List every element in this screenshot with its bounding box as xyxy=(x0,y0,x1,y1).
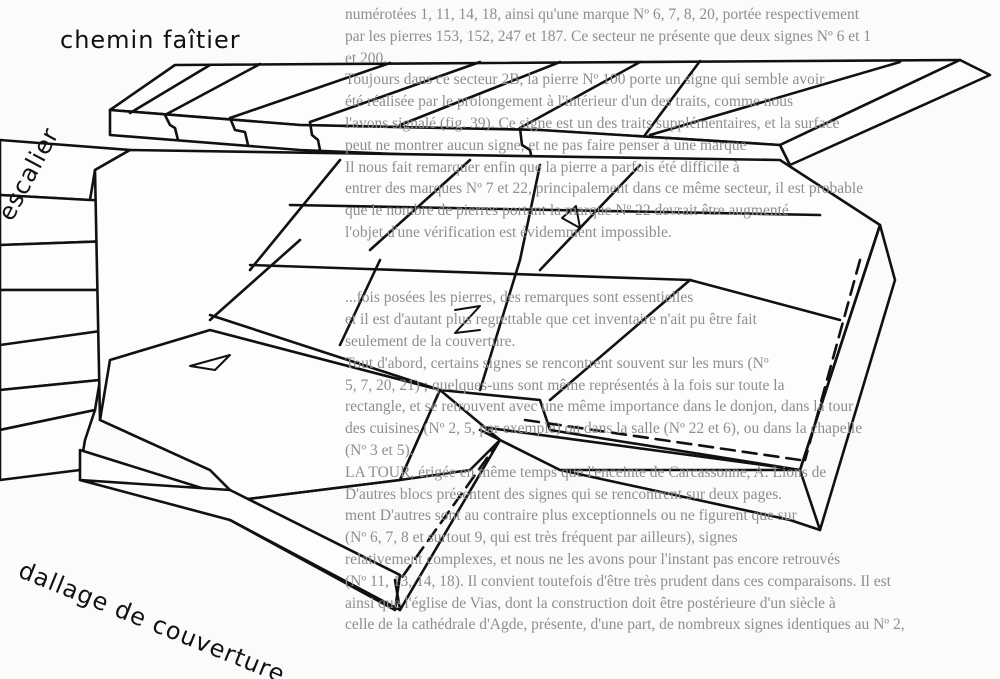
bleed-through-line: celle de la cathédrale d'Agde, présente,… xyxy=(345,616,905,634)
bleed-through-line: été réalisée par le prolongement à l'int… xyxy=(345,93,794,111)
bleed-through-line: ainsi que l'église de Vias, dont la cons… xyxy=(345,594,836,612)
bleed-through-line: peut ne montrer aucun signe, et ne pas f… xyxy=(345,136,747,154)
paving xyxy=(78,148,897,612)
bleed-through-line: ment D'autres sont au contraire plus exc… xyxy=(345,507,797,525)
bleed-through-line: l'avons signalé (fig. 39). Ce signe est … xyxy=(345,114,840,132)
bleed-through-line: (Nº 3 et 5). xyxy=(345,441,414,459)
bleed-through-line: par les pierres 153, 152, 247 et 187. Ce… xyxy=(345,27,872,45)
ridge-path xyxy=(108,58,992,167)
bleed-through-line: entrer des marques Nº 7 et 22, principal… xyxy=(345,180,864,198)
bleed-through-line: et 200. xyxy=(345,49,388,67)
bleed-through-line: relativement complexes, et nous ne les a… xyxy=(345,550,841,568)
bleed-through-line: l'objet d'une vérification est évidemmen… xyxy=(345,223,672,241)
bleed-through-line: numérotées 1, 11, 14, 18, ainsi qu'une m… xyxy=(345,6,860,23)
bleed-through-line: rectangle, et se retrouvent avec une mêm… xyxy=(345,398,854,416)
bleed-through-line: que le nombre de pierres portant la marq… xyxy=(345,202,789,220)
bleed-through-line: (Nº 11, 13, 14, 18). Il convient toutefo… xyxy=(345,572,891,590)
bleed-through-line: seulement de la couverture. xyxy=(345,332,516,350)
bleed-through-line: Tout d'abord, certains signes se rencont… xyxy=(345,354,769,372)
bleed-through-line xyxy=(345,266,995,288)
ridge-path-label: chemin faîtier xyxy=(60,26,241,54)
bleed-through-line xyxy=(345,244,995,266)
bleed-through-line: 5, 7, 20, 21) ; quelques-uns sont même r… xyxy=(345,376,785,394)
bleed-through-text: numérotées 1, 11, 14, 18, ainsi qu'une m… xyxy=(345,4,995,636)
bleed-through-line: (Nº 6, 7, 8 et surtout 9, qui est très f… xyxy=(345,529,738,547)
bleed-through-line: ...fois posées les pierres, des remarque… xyxy=(345,289,694,307)
bleed-through-line: LA TOUR, érigée en même temps que l'ence… xyxy=(345,463,827,481)
bleed-through-line: D'autres blocs présentent des signes qui… xyxy=(345,485,783,503)
bleed-through-line: Toujours dans ce secteur 2B, la pierre N… xyxy=(345,71,825,89)
bleed-through-line: Il nous fait remarquer enfin que la pier… xyxy=(345,158,740,176)
bleed-through-line: des cuisines (Nº 2, 5, par exemple) ou d… xyxy=(345,420,863,438)
bleed-through-line: et il est d'autant plus regrettable que … xyxy=(345,311,757,329)
